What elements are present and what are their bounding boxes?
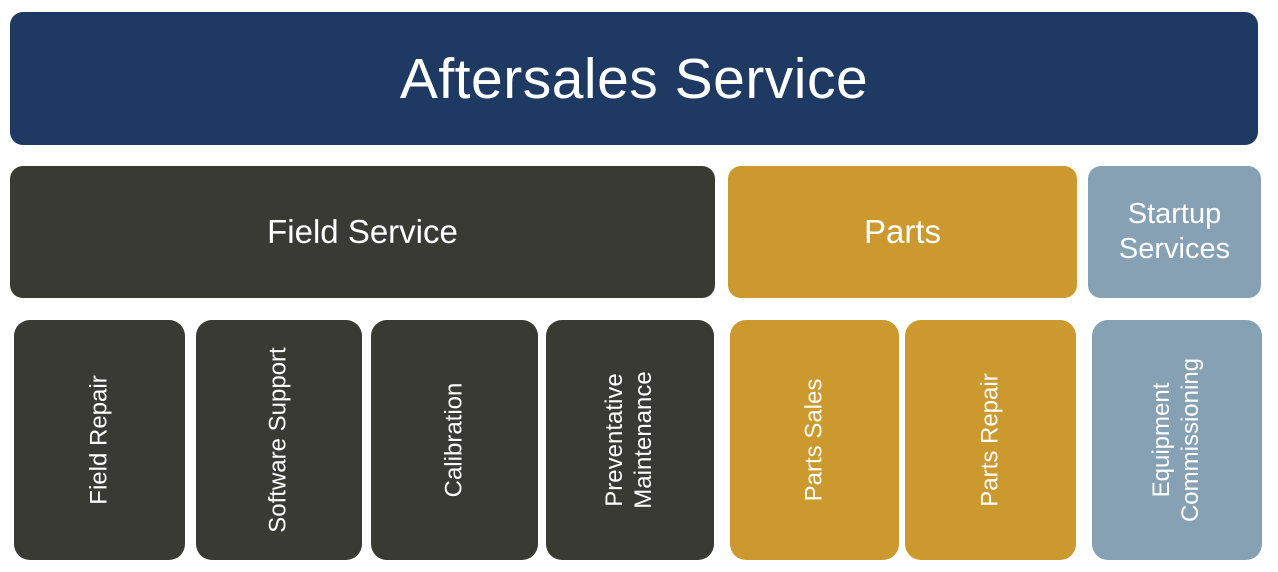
subitem-label-equipment-commissioning: Equipment Commissioning: [1148, 357, 1204, 523]
category-box-field-service: Field Service: [10, 166, 715, 298]
category-label-startup-services: Startup Services: [1118, 198, 1231, 265]
subitem-box-field-repair: Field Repair: [14, 320, 185, 560]
subitem-label-field-repair: Field Repair: [85, 375, 113, 505]
category-label-parts: Parts: [863, 213, 942, 251]
subitem-box-calibration: Calibration: [371, 320, 538, 560]
subitem-box-software-support: Software Support: [196, 320, 362, 560]
category-box-parts: Parts: [728, 166, 1077, 298]
subitem-box-parts-repair: Parts Repair: [905, 320, 1076, 560]
category-box-startup-services: Startup Services: [1088, 166, 1261, 298]
subitem-label-preventative-maintenance: Preventative Maintenance: [601, 371, 657, 509]
title-box: Aftersales Service: [10, 12, 1258, 145]
subitem-box-parts-sales: Parts Sales: [730, 320, 899, 560]
subitem-label-calibration: Calibration: [440, 382, 468, 498]
subitem-label-software-support: Software Support: [264, 347, 292, 533]
subitem-box-preventative-maintenance: Preventative Maintenance: [546, 320, 714, 560]
subitem-label-parts-sales: Parts Sales: [800, 378, 828, 502]
category-label-field-service: Field Service: [267, 213, 458, 251]
subitem-label-parts-repair: Parts Repair: [976, 373, 1004, 507]
diagram-title: Aftersales Service: [399, 46, 869, 111]
subitem-box-equipment-commissioning: Equipment Commissioning: [1092, 320, 1262, 560]
